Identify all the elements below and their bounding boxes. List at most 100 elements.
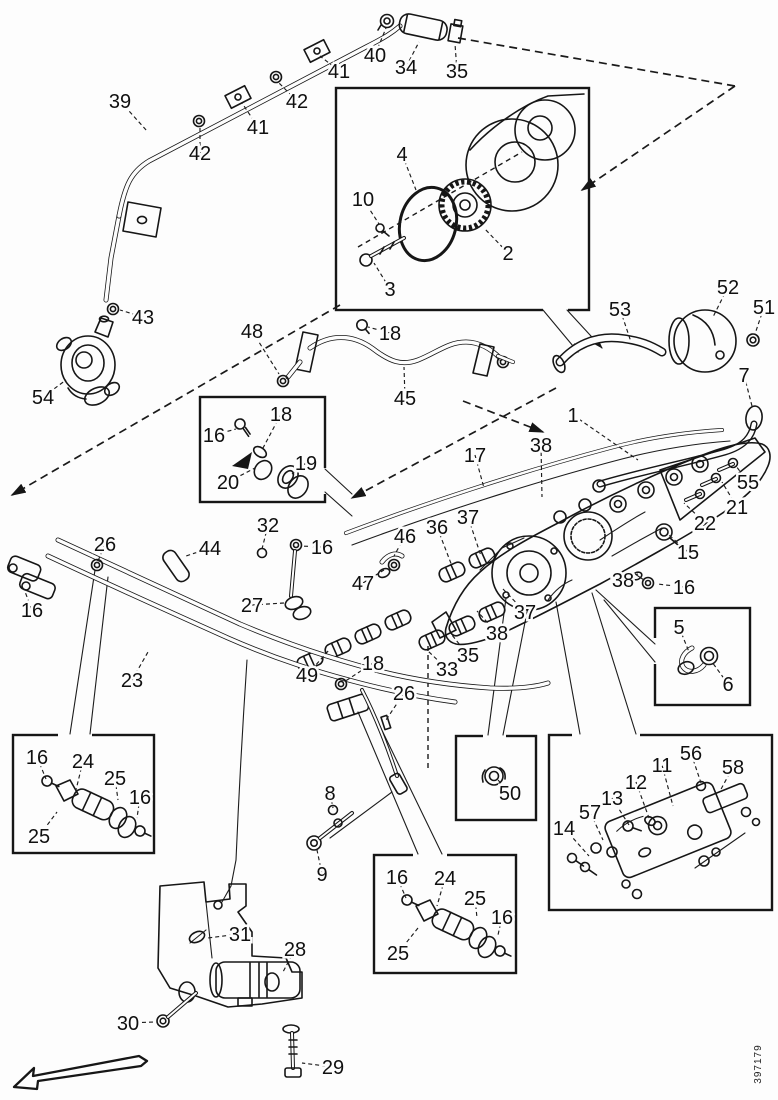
callout-31: 31 xyxy=(229,924,251,946)
callout-28: 28 xyxy=(284,939,306,961)
callout-48: 48 xyxy=(241,321,263,343)
leader-25 xyxy=(114,777,119,801)
leader-34 xyxy=(405,41,420,68)
callout-leaders xyxy=(23,27,765,1068)
leader-24 xyxy=(436,877,446,907)
callout-42: 42 xyxy=(286,91,308,113)
inset-clamp-kit xyxy=(198,395,327,504)
leader-55 xyxy=(735,465,749,483)
leader-25 xyxy=(474,897,478,919)
leader-16 xyxy=(497,916,503,936)
callout-13: 13 xyxy=(601,788,623,810)
callout-15: 15 xyxy=(677,542,699,564)
callout-9: 9 xyxy=(316,864,327,886)
callout-35: 35 xyxy=(446,61,468,83)
leader-6 xyxy=(711,661,729,685)
callout-52: 52 xyxy=(717,277,739,299)
callout-38: 38 xyxy=(612,570,634,592)
callout-2: 2 xyxy=(502,243,513,265)
callout-32: 32 xyxy=(257,515,279,537)
callout-22: 22 xyxy=(694,513,716,535)
callout-16: 16 xyxy=(673,577,695,599)
callout-53: 53 xyxy=(609,299,631,321)
nut-50-content xyxy=(481,766,506,786)
callout-44: 44 xyxy=(199,538,221,560)
callout-16: 16 xyxy=(491,907,513,929)
leader-11 xyxy=(661,764,674,807)
leader-33 xyxy=(427,650,448,670)
inset-elbow-kit xyxy=(653,606,752,707)
leader-25 xyxy=(397,927,419,954)
callout-16: 16 xyxy=(386,867,408,889)
cover-kit-content xyxy=(566,780,761,900)
callout-35: 35 xyxy=(457,645,479,667)
callout-26: 26 xyxy=(393,683,415,705)
hose-53-assembly xyxy=(552,309,760,374)
leader-15 xyxy=(668,534,689,553)
clamp-kit-content xyxy=(232,418,309,499)
callout-16: 16 xyxy=(129,787,151,809)
leader-31 xyxy=(207,933,241,939)
leader-16 xyxy=(396,876,407,899)
callout-7: 7 xyxy=(738,365,749,387)
leader-37 xyxy=(502,588,526,613)
callout-49: 49 xyxy=(296,665,318,687)
callout-19: 19 xyxy=(295,453,317,475)
leader-44 xyxy=(185,547,211,557)
callout-45: 45 xyxy=(394,388,416,410)
leader-28 xyxy=(282,948,296,973)
inset-bracket-kit-left xyxy=(11,733,156,855)
leader-48 xyxy=(251,330,280,375)
callout-1: 1 xyxy=(567,405,578,427)
leader-50 xyxy=(497,779,511,794)
leader-26 xyxy=(97,543,106,562)
leader-53 xyxy=(619,308,632,343)
leader-49 xyxy=(306,649,330,676)
callout-37: 37 xyxy=(457,507,479,529)
callout-41: 41 xyxy=(247,117,269,139)
leader-35 xyxy=(451,634,469,656)
leader-29 xyxy=(301,1062,334,1068)
leader-24 xyxy=(75,760,84,791)
leader-19 xyxy=(291,462,307,475)
callout-57: 57 xyxy=(579,802,601,824)
callout-5: 5 xyxy=(673,617,684,639)
callout-43: 43 xyxy=(132,307,154,329)
callout-55: 55 xyxy=(737,472,759,494)
bracket-kit-mid-content xyxy=(401,894,512,959)
callout-11: 11 xyxy=(652,755,673,777)
callout-50: 50 xyxy=(499,783,521,805)
line-art xyxy=(6,13,771,1091)
injection-pump-body xyxy=(431,437,771,646)
callout-30: 30 xyxy=(117,1013,139,1035)
callout-46: 46 xyxy=(394,526,416,548)
inset-gear-kit xyxy=(334,86,591,312)
callout-6: 6 xyxy=(722,674,733,696)
callout-38: 38 xyxy=(530,435,552,457)
callout-12: 12 xyxy=(625,772,647,794)
callout-23: 23 xyxy=(121,670,143,692)
leader-10 xyxy=(362,198,380,225)
callout-24: 24 xyxy=(72,751,94,773)
callout-18: 18 xyxy=(379,323,401,345)
leader-52 xyxy=(712,286,729,318)
leader-51 xyxy=(754,306,765,335)
leader-16 xyxy=(213,428,237,436)
callout-56: 56 xyxy=(680,743,702,765)
leader-17 xyxy=(474,454,485,489)
leader-18 xyxy=(343,662,374,683)
leader-56 xyxy=(690,752,702,784)
callout-38: 38 xyxy=(486,623,508,645)
callout-29: 29 xyxy=(322,1057,344,1079)
leader-35 xyxy=(454,43,458,72)
leader-57 xyxy=(589,811,604,841)
callout-34: 34 xyxy=(395,57,417,79)
callout-25: 25 xyxy=(387,943,409,965)
callout-10: 10 xyxy=(352,189,374,211)
leader-2 xyxy=(483,227,509,254)
callout-37: 37 xyxy=(514,602,536,624)
fuel-hoses-23-49 xyxy=(6,537,551,903)
inset-nut-kit xyxy=(454,734,538,822)
